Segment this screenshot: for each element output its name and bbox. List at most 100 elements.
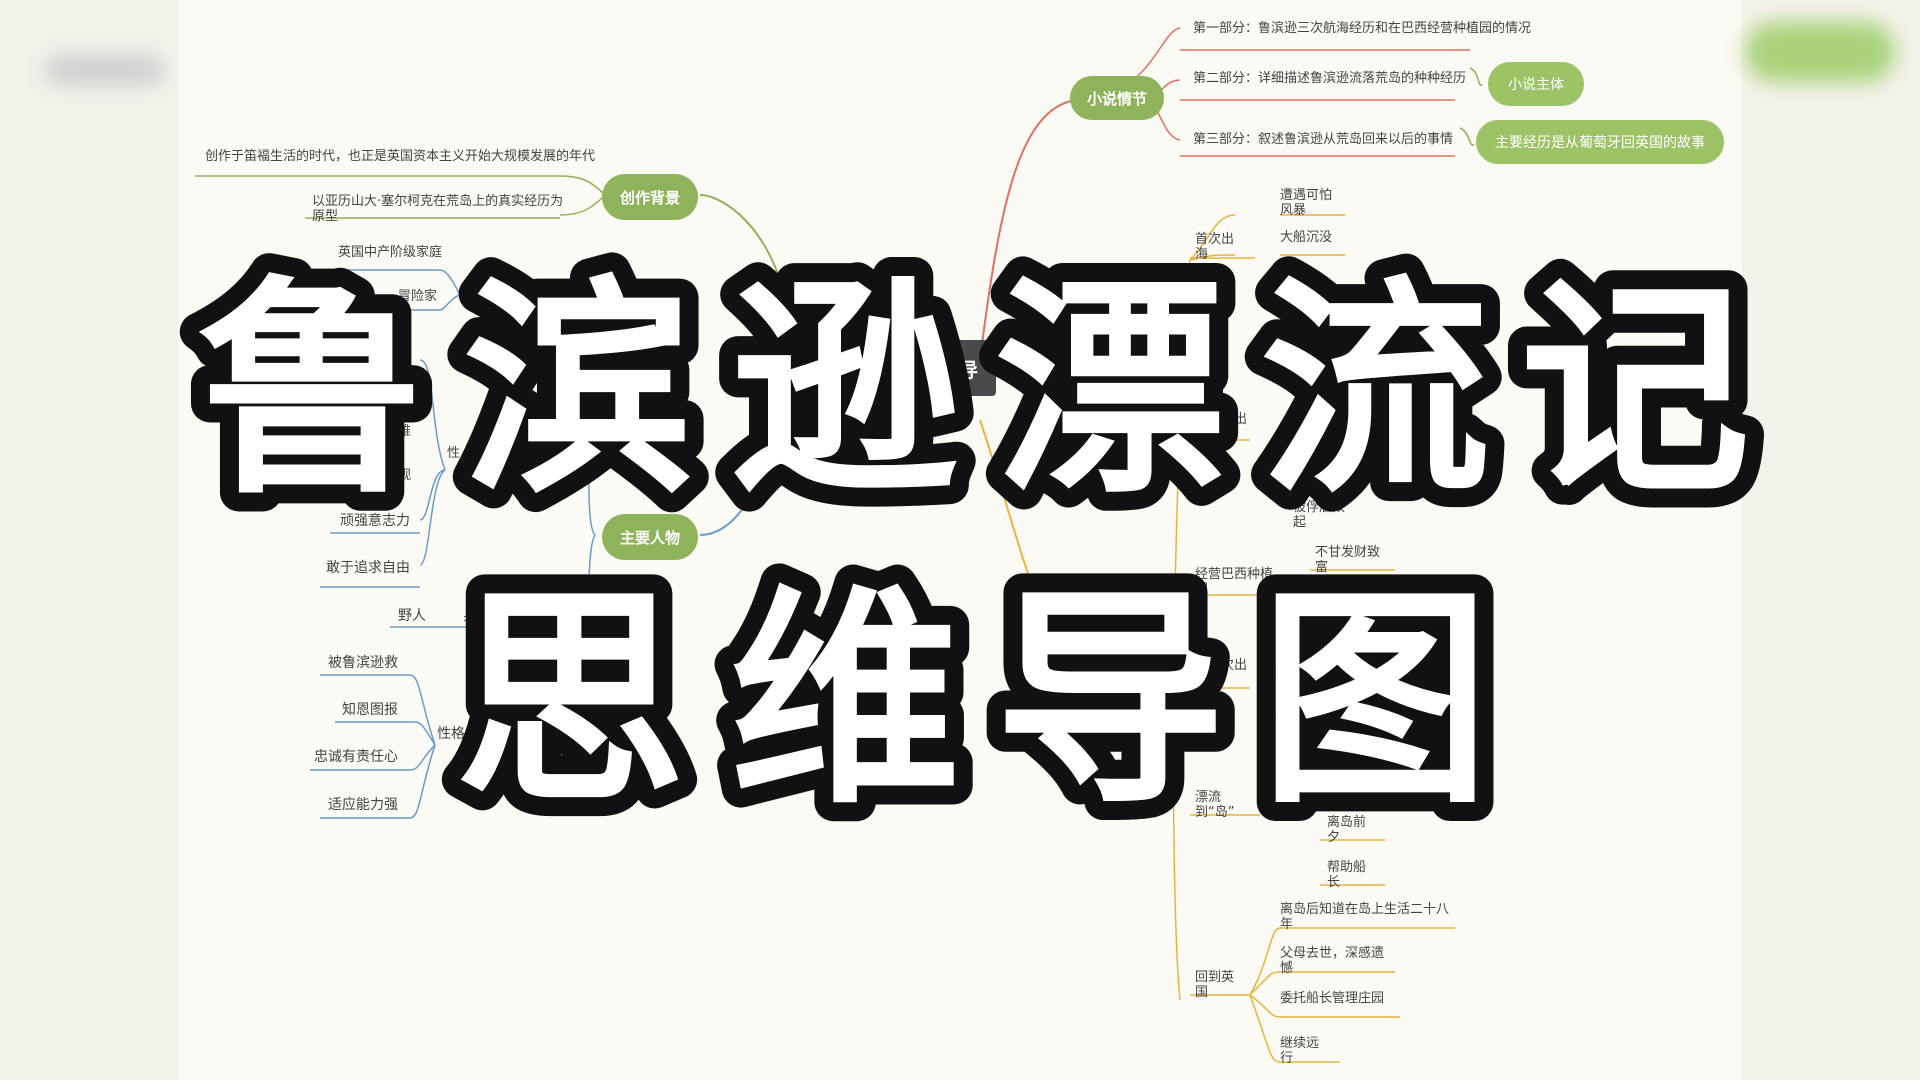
- brace-callout1: [1469, 67, 1483, 86]
- robinson-item-new: 新: [398, 335, 412, 350]
- plot-part-1: 第一部分：鲁滨逊三次航海经历和在巴西经营种植园的情况: [1193, 21, 1532, 36]
- title-char: 流: [1260, 258, 1490, 525]
- event-fourth-voyage: 第四次出海: [1195, 658, 1248, 688]
- plot-part-3: 第三部分：叙述鲁滨逊从荒岛回来以后的事情: [1193, 132, 1454, 147]
- robinson-item-will: 顽强意志力: [340, 513, 410, 529]
- connector-bg-item2: [559, 194, 606, 216]
- title-char-outline: 滨: [463, 258, 693, 525]
- event-brazil-item: 不甘发财致富: [1315, 545, 1381, 575]
- node-creation-background[interactable]: 创作背景: [602, 174, 698, 220]
- node-plot[interactable]: 小说情节: [1070, 76, 1164, 120]
- title-char: 导: [995, 568, 1225, 835]
- friday-identity-group: 身份: [463, 608, 491, 624]
- connector-robinson-trait1: [419, 359, 446, 471]
- node-main-characters[interactable]: 主要人物: [602, 514, 698, 560]
- friday-trait-grateful: 知恩图报: [342, 702, 398, 718]
- connector-friday-trait3: [409, 744, 436, 771]
- node-main-characters-label: 主要人物: [619, 528, 680, 547]
- title-char-outline: 流: [1260, 258, 1490, 525]
- event-drift: 漂流到“岛”: [1195, 790, 1235, 820]
- title-char: 思: [455, 568, 685, 835]
- event-second-voyage-captured: 被俘后奴起: [1293, 500, 1346, 530]
- connector-friday-trait1: [409, 674, 436, 746]
- event-return-keep-travel: 继续远行: [1280, 1036, 1320, 1066]
- connector-return-item3: [1249, 994, 1281, 1018]
- connector-robinson-identity-b: [439, 294, 461, 311]
- title-char: 鲁: [197, 258, 427, 525]
- callout-return-story[interactable]: 主要经历是从葡萄牙回英国的故事: [1476, 120, 1724, 164]
- blurred-gray-shape: [45, 55, 165, 85]
- connector-return-item4: [1249, 994, 1281, 1063]
- connector-characters: [699, 419, 781, 536]
- connector-friday: [579, 534, 596, 741]
- callout-main-body[interactable]: 小说主体: [1488, 62, 1584, 106]
- title-char-outline: 逊: [730, 258, 960, 525]
- center-node-label: 思维导: [918, 357, 978, 382]
- title-char: 维: [730, 568, 960, 835]
- event-return-parents: 父母去世，深感遗憾: [1280, 946, 1385, 976]
- connector-return-item2: [1249, 971, 1281, 996]
- node-plot-label: 小说情节: [1086, 89, 1147, 108]
- background-item-2: 以亚历山大·塞尔柯克在荒岛上的真实经历为原型: [312, 194, 564, 224]
- brace-callout2: [1459, 127, 1475, 146]
- plot-part-2: 第二部分：详细描述鲁滨逊流落荒岛的种种经历: [1193, 71, 1467, 86]
- connector-first-voyage-b: [1189, 254, 1236, 261]
- event-brazil: 经营巴西种植园: [1195, 567, 1274, 597]
- robinson-group-identity: 身份: [472, 268, 499, 283]
- robinson-item-view: 观: [398, 468, 412, 483]
- title-line-1: 鲁鲁滨滨逊逊漂漂流流记记: [178, 239, 1769, 544]
- friday-trait-rescued: 被鲁滨逊救: [328, 655, 398, 671]
- event-drift-before-leaving: 离岛前夕: [1327, 815, 1367, 845]
- event-return-captain: 委托船长管理庄园: [1280, 991, 1385, 1006]
- title-char: 记: [1520, 258, 1750, 525]
- connector-robinson-identity-a: [439, 269, 461, 296]
- friday-identity-value: 野人: [398, 608, 426, 624]
- title-char-outline: 记: [1520, 258, 1750, 525]
- connector-plot: [979, 99, 1076, 361]
- title-line-2: 思思维维导导图图: [436, 549, 1509, 854]
- title-char-outline: 鲁: [197, 258, 427, 525]
- event-second-voyage: 第二次出海: [1195, 412, 1248, 442]
- blurred-green-shape: [1745, 22, 1895, 82]
- title-char-outline: 导: [995, 568, 1225, 835]
- connector-background: [699, 194, 781, 281]
- event-return-28-years: 离岛后知道在岛上生活二十八年: [1280, 902, 1450, 932]
- callout-return-story-label: 主要经历是从葡萄牙回英国的故事: [1495, 135, 1705, 151]
- connector-robinson-trait3: [419, 469, 446, 566]
- connector-friday-trait2: [409, 721, 436, 746]
- title-char: 漂: [995, 258, 1225, 525]
- title-char: 滨: [463, 258, 693, 525]
- title-char-outline: 维: [730, 568, 960, 835]
- callout-main-body-label: 小说主体: [1508, 77, 1564, 93]
- event-first-voyage-sank: 大船沉没: [1280, 230, 1333, 245]
- connector-bg-item1: [559, 175, 606, 196]
- friday-trait-adaptable: 适应能力强: [328, 797, 398, 813]
- connector-robinson: [579, 349, 596, 536]
- friday-trait-loyal: 忠诚有责任心: [314, 749, 398, 765]
- map-background: [178, 0, 1742, 1080]
- background-item-1: 创作于笛福生活的时代，也正是英国资本主义开始大规模发展的年代: [205, 149, 596, 164]
- connector-friday-trait4: [409, 744, 436, 819]
- title-char: 图: [1260, 568, 1490, 835]
- robinson-item-family: 英国中产阶级家庭: [338, 245, 443, 260]
- event-return: 回到英国: [1195, 970, 1235, 1000]
- friday-trait-group: 性格特: [437, 726, 479, 742]
- robinson-item-hard: 难: [398, 424, 412, 439]
- connector-events-spine: [1172, 259, 1191, 1001]
- center-node[interactable]: 思维导: [900, 340, 996, 396]
- connector-robinson-trait2: [419, 469, 446, 521]
- event-first-voyage-storm: 遭遇可怕风暴: [1280, 188, 1333, 218]
- event-first-voyage: 首次出海: [1195, 232, 1235, 262]
- event-drift-help-captain: 帮助船长: [1327, 860, 1367, 890]
- connector-events: [979, 419, 1031, 581]
- robinson-group-traits: 性: [447, 446, 461, 461]
- robinson-item-adventurer: 冒险家: [398, 289, 438, 304]
- node-creation-background-label: 创作背景: [619, 188, 680, 207]
- title-char-outline: 图: [1260, 568, 1490, 835]
- connector-return-item1: [1249, 927, 1281, 996]
- title-char: 逊: [730, 258, 960, 525]
- connector-first-voyage-a: [1189, 214, 1236, 261]
- title-char-outline: 漂: [995, 258, 1225, 525]
